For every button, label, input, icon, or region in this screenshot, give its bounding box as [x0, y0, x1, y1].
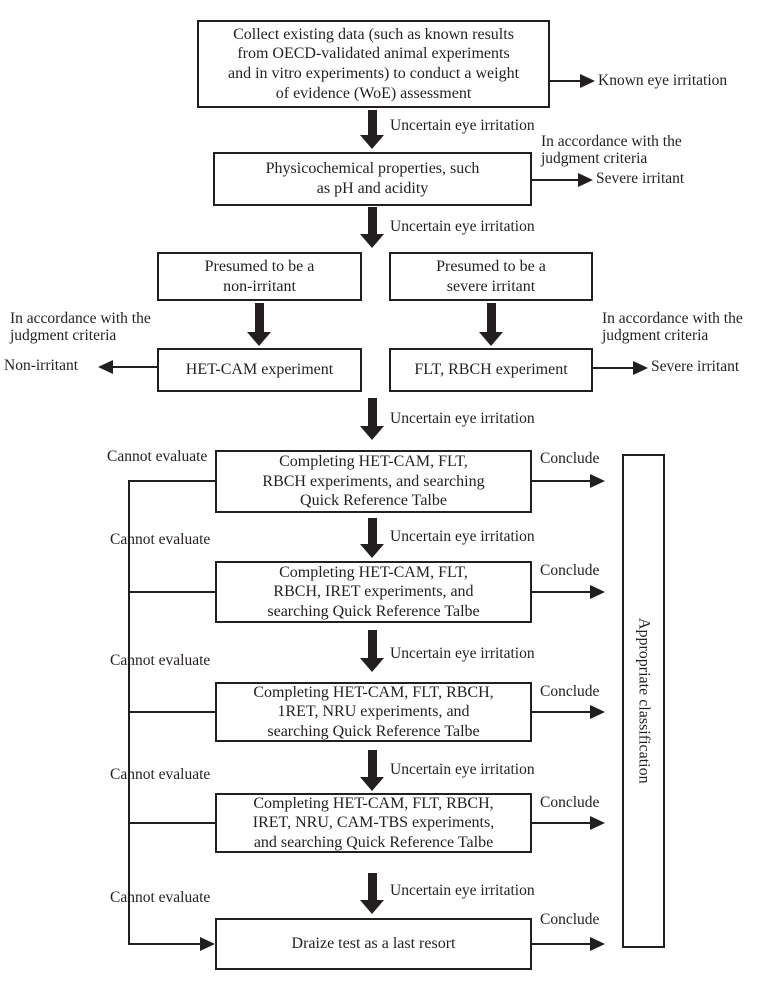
label-cannot-evaluate-4: Cannot evaluate — [110, 766, 211, 783]
flow-box-draize-test: Draize test as a last resort — [215, 918, 532, 970]
flow-box-hetcam-experiment: HET-CAM experiment — [157, 348, 362, 392]
annotation-judgment-criteria-phys: In accordance with the judgment criteria — [541, 133, 682, 167]
label-non-irritant: Non-irritant — [4, 357, 79, 374]
label-uncertain-eye-irritation-7: Uncertain eye irritation — [390, 882, 535, 899]
label-known-eye-irritation: Known eye irritation — [598, 72, 728, 89]
right-arrowhead-conclude-5 — [590, 937, 605, 951]
label-uncertain-eye-irritation-5: Uncertain eye irritation — [390, 645, 535, 662]
thick-down-arrow-to-chain-4 — [360, 750, 384, 791]
arrow-line-severe-irritant-1 — [532, 179, 580, 181]
thick-down-arrow-to-hetcam — [247, 303, 271, 346]
thick-down-arrow-after-phys — [360, 207, 384, 248]
left-arrowhead-non-irritant — [98, 360, 113, 374]
label-uncertain-eye-irritation-4: Uncertain eye irritation — [390, 528, 535, 545]
thick-down-arrow-to-chain-1 — [360, 398, 384, 440]
right-arrowhead-into-draize — [200, 937, 215, 951]
label-conclude-4: Conclude — [540, 794, 600, 811]
label-conclude-2: Conclude — [540, 562, 600, 579]
label-uncertain-eye-irritation-3: Uncertain eye irritation — [390, 410, 535, 427]
label-severe-irritant-1: Severe irritant — [596, 170, 685, 187]
right-arrowhead-conclude-4 — [590, 816, 605, 830]
right-arrowhead-conclude-3 — [590, 705, 605, 719]
label-severe-irritant-2: Severe irritant — [651, 358, 740, 375]
thick-down-arrow-to-chain-2 — [360, 518, 384, 558]
flow-box-chain-1-hetcam-flt-rbch: Completing HET-CAM, FLT, RBCH experiment… — [215, 450, 532, 513]
label-uncertain-eye-irritation-2: Uncertain eye irritation — [390, 218, 535, 235]
label-cannot-evaluate-5: Cannot evaluate — [110, 889, 211, 906]
arrow-line-conclude-4 — [532, 822, 592, 824]
right-arrowhead-severe-irritant-2 — [633, 361, 648, 375]
arrow-line-non-irritant — [111, 366, 157, 368]
label-uncertain-eye-irritation-1: Uncertain eye irritation — [390, 117, 535, 134]
arrow-line-known-eye-irritation — [550, 80, 582, 82]
label-conclude-5: Conclude — [540, 911, 600, 928]
flow-box-physicochemical-properties: Physicochemical properties, such as pH a… — [213, 152, 532, 206]
label-cannot-evaluate-3: Cannot evaluate — [110, 652, 211, 669]
flow-box-presumed-severe-irritant: Presumed to be a severe irritant — [389, 252, 593, 301]
arrow-line-conclude-1 — [532, 480, 592, 482]
thick-down-arrow-to-draize — [360, 873, 384, 914]
connector-line-cannot-evaluate-3 — [128, 711, 215, 713]
annotation-judgment-criteria-right: In accordance with the judgment criteria — [602, 310, 743, 344]
label-uncertain-eye-irritation-6: Uncertain eye irritation — [390, 761, 535, 778]
flow-box-flt-rbch-experiment: FLT, RBCH experiment — [389, 348, 593, 392]
label-cannot-evaluate-1: Cannot evaluate — [107, 448, 208, 465]
annotation-judgment-criteria-left: In accordance with the judgment criteria — [10, 310, 151, 344]
connector-line-cannot-evaluate-1 — [128, 480, 215, 482]
label-cannot-evaluate-2: Cannot evaluate — [110, 531, 211, 548]
right-arrowhead-known-eye-irritation — [580, 74, 595, 88]
flow-box-chain-4-plus-cam-tbs: Completing HET-CAM, FLT, RBCH, IRET, NRU… — [215, 793, 532, 853]
right-arrowhead-conclude-1 — [590, 474, 605, 488]
appropriate-classification-rotated-text: Appropriate classification — [635, 618, 653, 784]
connector-line-cannot-evaluate-2 — [128, 591, 215, 593]
label-conclude-1: Conclude — [540, 450, 600, 467]
flow-box-presumed-non-irritant: Presumed to be a non-irritant — [157, 252, 362, 301]
connector-line-cannot-evaluate-4 — [128, 822, 215, 824]
right-arrowhead-severe-irritant-1 — [578, 173, 593, 187]
thick-down-arrow-to-chain-3 — [360, 630, 384, 672]
arrow-line-conclude-3 — [532, 711, 592, 713]
label-conclude-3: Conclude — [540, 683, 600, 700]
connector-line-to-draize — [128, 943, 202, 945]
flow-box-chain-3-plus-nru: Completing HET-CAM, FLT, RBCH, 1RET, NRU… — [215, 682, 532, 742]
thick-down-arrow-to-flt-rbch — [479, 303, 503, 346]
arrow-line-severe-irritant-2 — [593, 367, 635, 369]
flow-box-collect-existing-data: Collect existing data (such as known res… — [197, 20, 550, 108]
thick-down-arrow-after-collect — [360, 110, 384, 149]
flow-box-appropriate-classification: Appropriate classification — [622, 454, 665, 948]
flow-box-chain-2-plus-iret: Completing HET-CAM, FLT, RBCH, IRET expe… — [215, 561, 532, 623]
arrow-line-conclude-5 — [532, 943, 592, 945]
right-arrowhead-conclude-2 — [590, 585, 605, 599]
arrow-line-conclude-2 — [532, 591, 592, 593]
